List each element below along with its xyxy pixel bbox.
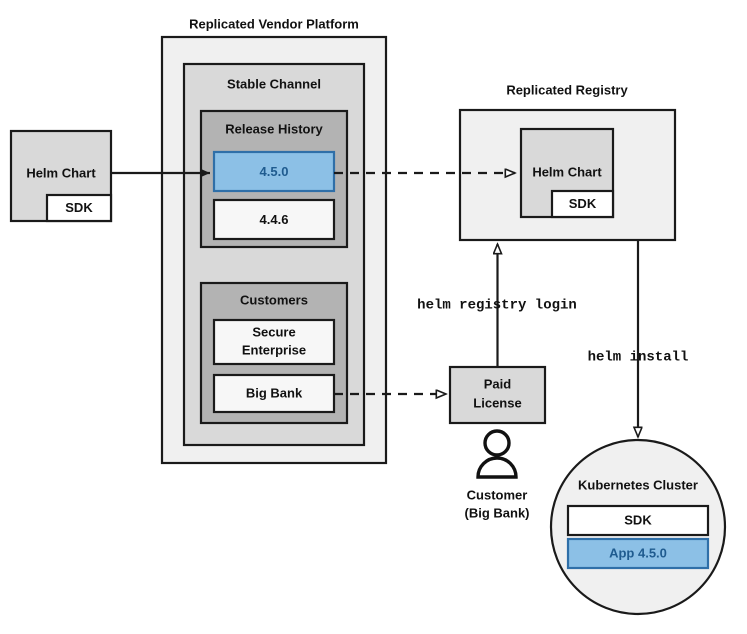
kubernetes-cluster-label: Kubernetes Cluster xyxy=(578,477,698,492)
paid-license-box xyxy=(448,365,547,425)
paid-license-label-line1: Paid xyxy=(484,376,512,391)
release-item-4-4-6-label: 4.4.6 xyxy=(260,212,289,227)
release-item-4-5-0-label: 4.5.0 xyxy=(260,164,289,179)
vendor-platform-title: Replicated Vendor Platform xyxy=(189,16,359,31)
customers-label: Customers xyxy=(240,292,308,307)
customer-item-secure-enterprise-label-line1: Secure xyxy=(252,324,295,339)
registry-helm-chart-label: Helm Chart xyxy=(532,164,602,179)
registry-title: Replicated Registry xyxy=(506,82,628,97)
command-helm-registry-login: helm registry login xyxy=(417,298,577,314)
source-helm-chart-label: Helm Chart xyxy=(26,165,96,180)
customer-person-icon xyxy=(476,429,518,479)
release-item-4-4-6[interactable] xyxy=(212,198,336,241)
customer-item-secure-enterprise[interactable] xyxy=(212,318,336,366)
customer-actor-label-line2: (Big Bank) xyxy=(465,505,530,520)
release-history-label: Release History xyxy=(225,121,323,136)
registry-sdk-box xyxy=(550,189,615,219)
release-item-4-5-0[interactable] xyxy=(212,150,336,193)
customer-item-secure-enterprise-label-line2: Enterprise xyxy=(242,342,306,357)
paid-license-label-line2: License xyxy=(473,395,521,410)
customer-actor-label-line1: Customer xyxy=(467,487,528,502)
cluster-component-sdk-label: SDK xyxy=(624,512,652,527)
customer-item-big-bank[interactable] xyxy=(212,373,336,414)
command-helm-install: helm install xyxy=(588,350,689,366)
cluster-component-app xyxy=(566,537,710,570)
customer-item-big-bank-label: Big Bank xyxy=(246,385,303,400)
cluster-component-sdk xyxy=(566,504,710,537)
source-sdk-box xyxy=(45,193,113,223)
source-sdk-label: SDK xyxy=(65,200,93,215)
cluster-component-app-label: App 4.5.0 xyxy=(609,545,667,560)
registry-sdk-label: SDK xyxy=(569,196,597,211)
stable-channel-label: Stable Channel xyxy=(227,76,321,91)
